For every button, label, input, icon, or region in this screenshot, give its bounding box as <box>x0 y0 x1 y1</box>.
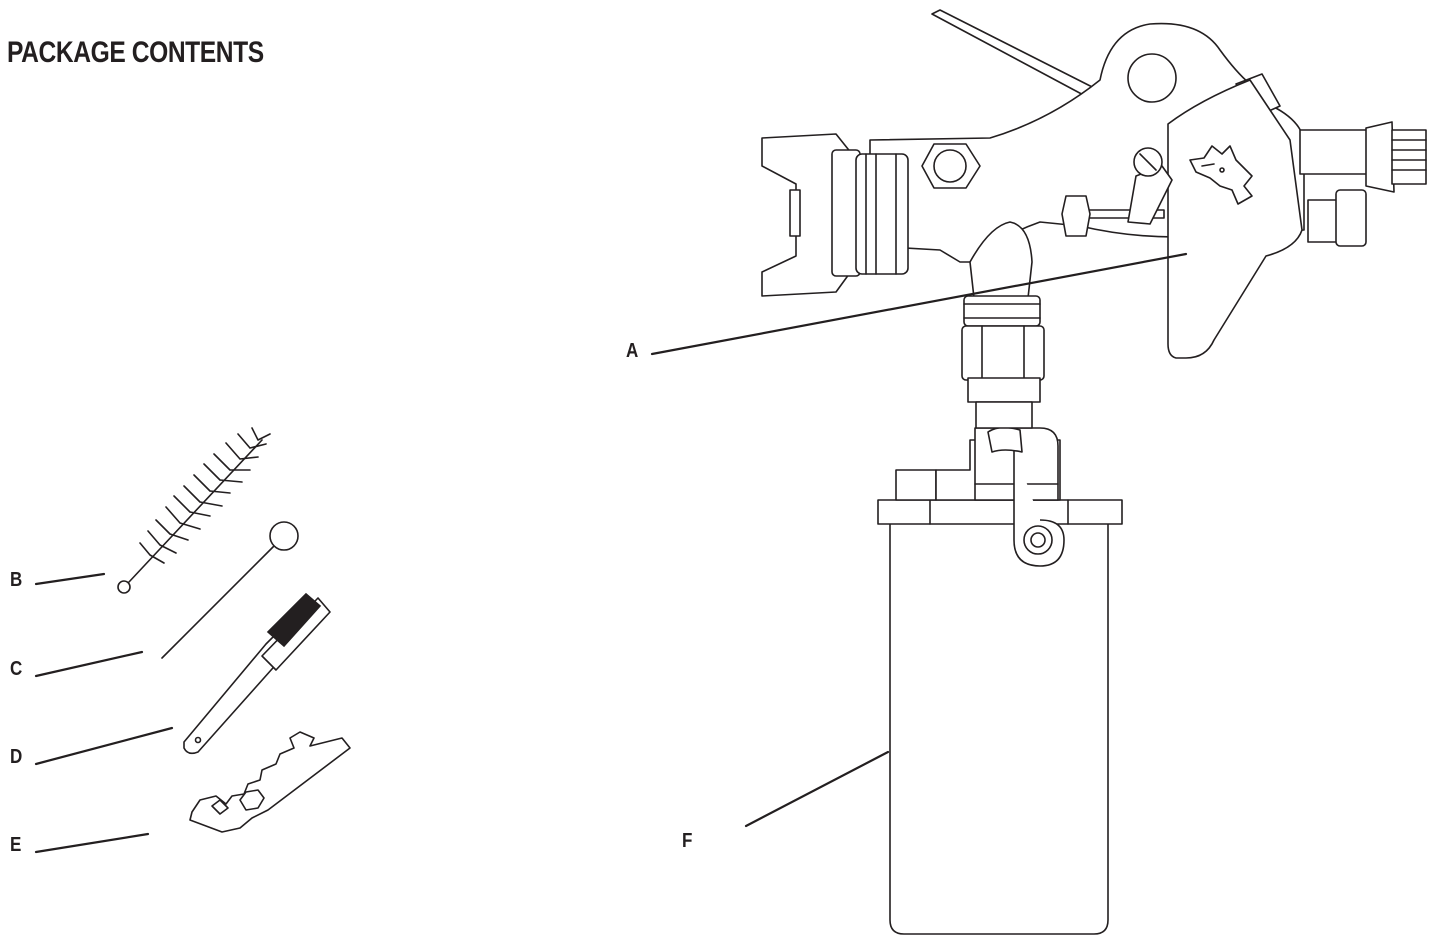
leader-line-d <box>34 726 174 766</box>
page-title: PACKAGE CONTENTS <box>7 36 264 69</box>
cleaning-brush-illustration <box>117 427 271 594</box>
callout-c: C <box>10 658 23 680</box>
leader-line-e <box>34 832 150 854</box>
cleaning-needle-illustration <box>161 521 299 659</box>
wire-brush-illustration <box>183 592 331 755</box>
spray-gun-illustration <box>761 9 1427 429</box>
callout-d: D <box>10 746 23 768</box>
paint-cup-illustration <box>877 426 1123 935</box>
leader-line-b <box>34 572 106 586</box>
leader-line-c <box>34 650 144 678</box>
callout-f: F <box>682 830 693 852</box>
leader-line-a <box>650 252 1188 356</box>
callout-e: E <box>10 834 22 856</box>
wrench-illustration <box>189 731 351 833</box>
callout-b: B <box>10 569 23 591</box>
leader-line-f <box>744 750 890 828</box>
callout-a: A <box>626 340 639 362</box>
wolf-logo-icon <box>1189 145 1253 205</box>
